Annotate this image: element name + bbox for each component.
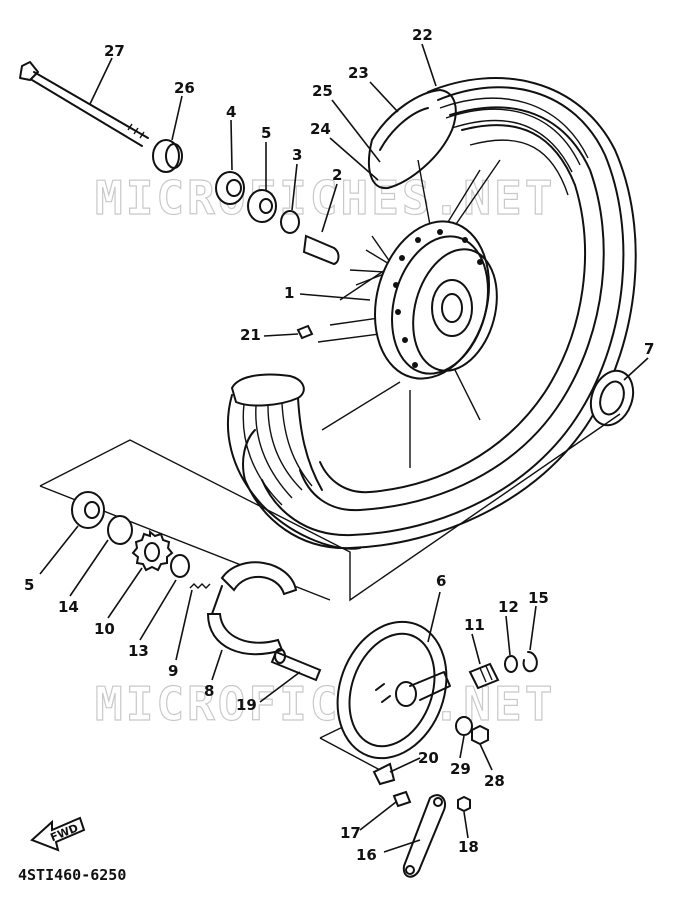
bearing-5-lower [71,491,105,529]
callout-29: 29 [450,760,471,778]
callout-23: 23 [348,64,369,82]
callout-20: 20 [418,749,439,767]
oil-seal [589,369,635,427]
callout-3: 3 [292,146,302,164]
bearing-4 [215,171,245,205]
leader-lines [39,43,649,853]
wear-indicator [372,762,396,786]
washer-29 [455,716,473,736]
circlip-3 [280,210,300,234]
callout-18: 18 [458,838,479,856]
fwd-label: FWD [48,821,80,844]
collar-11 [468,662,500,690]
cam-shaft [270,648,322,682]
axle [19,61,149,147]
watermark-top: MICROFICHES.NET [95,171,555,225]
callout-14: 14 [58,598,79,616]
callout-13: 13 [128,642,149,660]
wheel-rim [226,77,637,550]
callout-8: 8 [204,682,214,700]
callout-numbers: 27 26 4 5 3 2 22 23 25 24 1 21 7 5 14 10… [24,26,654,864]
callout-15: 15 [528,589,549,607]
washer-13 [170,554,190,578]
callout-7: 7 [644,340,654,358]
brake-shoe [206,561,298,656]
spacer-2 [302,234,340,266]
callout-6: 6 [436,572,446,590]
meter-gear [131,529,174,572]
nut-28 [471,724,489,746]
callout-11: 11 [464,616,485,634]
spoke-nipple [296,324,314,340]
brake-plate [336,620,451,760]
callout-12: 12 [498,598,519,616]
callout-22: 22 [412,26,433,44]
callout-17: 17 [340,824,361,842]
retainer-14 [107,515,133,545]
circlip-15 [522,651,538,673]
callout-4: 4 [226,103,236,121]
bolt-17 [392,790,412,808]
cam-lever [402,794,446,878]
spring-9 [189,583,211,589]
nut-18 [457,795,471,813]
callout-27: 27 [104,42,125,60]
callout-21: 21 [240,326,261,344]
callout-2: 2 [332,166,342,184]
callout-9: 9 [168,662,178,680]
callout-5-upper: 5 [261,124,271,142]
callout-10: 10 [94,620,115,638]
diagram-code: 4STI460-6250 [18,866,126,884]
bearing-5-upper [247,189,277,223]
callout-5-lower: 5 [24,576,34,594]
callout-1: 1 [284,284,294,302]
collar [152,139,183,173]
hub [373,220,498,380]
callout-24: 24 [310,120,331,138]
callout-25: 25 [312,82,333,100]
callout-16: 16 [356,846,377,864]
callout-26: 26 [174,79,195,97]
callout-19: 19 [236,696,257,714]
washer-12 [504,655,518,673]
fwd-arrow-icon: FWD [30,816,86,852]
callout-28: 28 [484,772,505,790]
